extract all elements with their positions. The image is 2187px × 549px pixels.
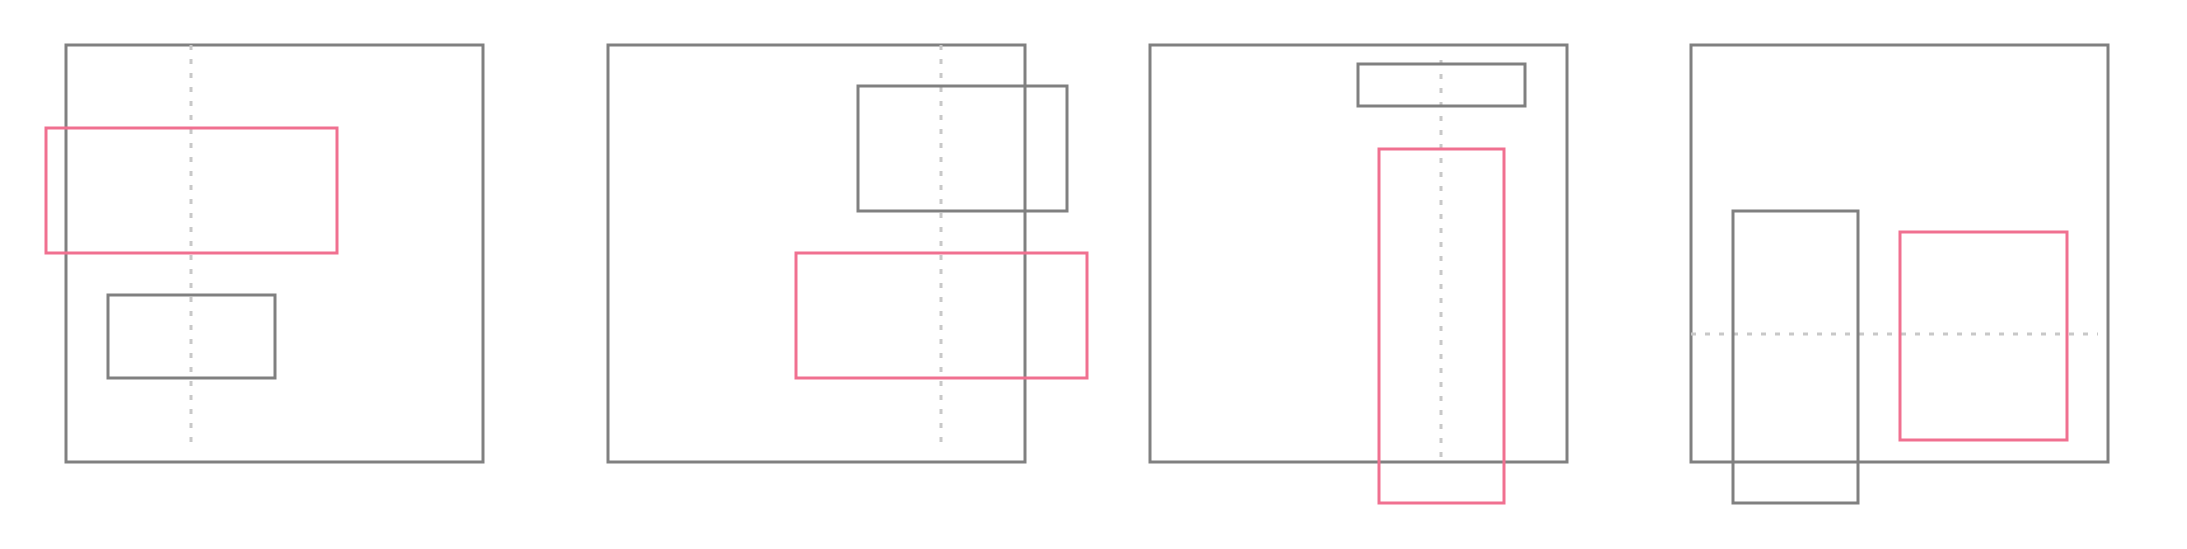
reference-box	[1731, 209, 1860, 505]
highlight-box	[1377, 147, 1506, 505]
panel-1	[44, 43, 485, 464]
reference-box	[1356, 62, 1527, 108]
panel-3	[1148, 43, 1569, 505]
highlight-box	[1898, 230, 2069, 442]
highlight-box	[44, 126, 339, 255]
reference-box	[856, 84, 1069, 213]
panel-frame	[1689, 43, 2110, 464]
panel-2	[606, 43, 1089, 464]
panel-frame	[1148, 43, 1569, 464]
panel-4	[1689, 43, 2110, 505]
highlight-box	[794, 251, 1089, 380]
reference-box	[106, 293, 277, 380]
